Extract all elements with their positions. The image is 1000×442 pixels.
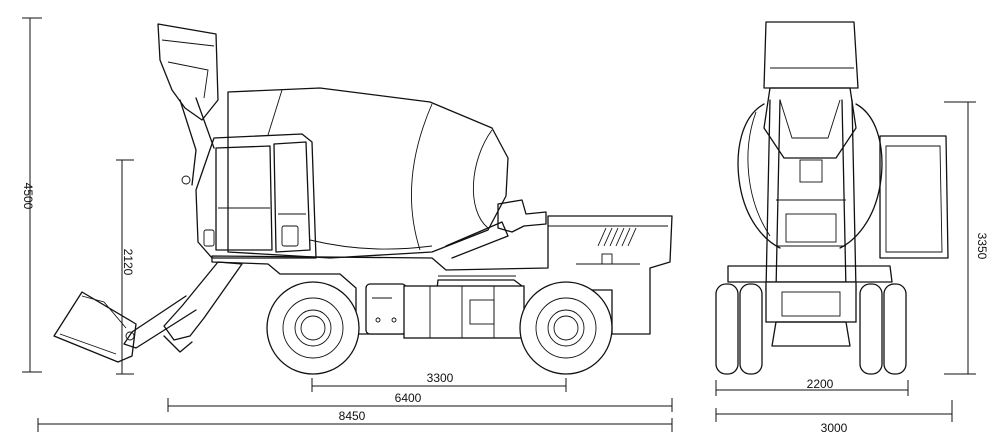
upper-bucket bbox=[157, 23, 219, 186]
front-bucket bbox=[763, 21, 859, 89]
left-outer-wheel bbox=[715, 283, 739, 375]
dim-label-total-width: 3000 bbox=[821, 421, 848, 435]
right-outer-wheel bbox=[883, 283, 907, 375]
discharge-chute bbox=[445, 199, 547, 259]
dim-label-wheelbase: 3300 bbox=[427, 371, 454, 385]
mixer-drum bbox=[227, 87, 509, 259]
dim-label-bucket-height: 2120 bbox=[121, 249, 135, 276]
dim-label-body-length: 6400 bbox=[395, 391, 422, 405]
loader-arm bbox=[123, 261, 243, 353]
front-hopper bbox=[763, 87, 857, 183]
right-inner-wheel bbox=[859, 283, 883, 375]
rear-wheel bbox=[266, 281, 360, 375]
left-inner-wheel bbox=[739, 283, 763, 375]
front-cab bbox=[879, 135, 949, 259]
cab bbox=[195, 133, 317, 259]
dim-label-total-length: 8450 bbox=[339, 409, 366, 423]
front-wheel bbox=[519, 281, 613, 375]
dim-label-total-height: 4500 bbox=[21, 183, 35, 210]
front-dimensions bbox=[715, 101, 976, 422]
dim-label-front-height: 3350 bbox=[975, 233, 989, 260]
lower-bucket bbox=[53, 291, 137, 363]
side-dimensions bbox=[22, 17, 673, 432]
front-view bbox=[715, 21, 976, 422]
dim-label-track-width: 2200 bbox=[807, 377, 834, 391]
side-view bbox=[22, 17, 673, 432]
